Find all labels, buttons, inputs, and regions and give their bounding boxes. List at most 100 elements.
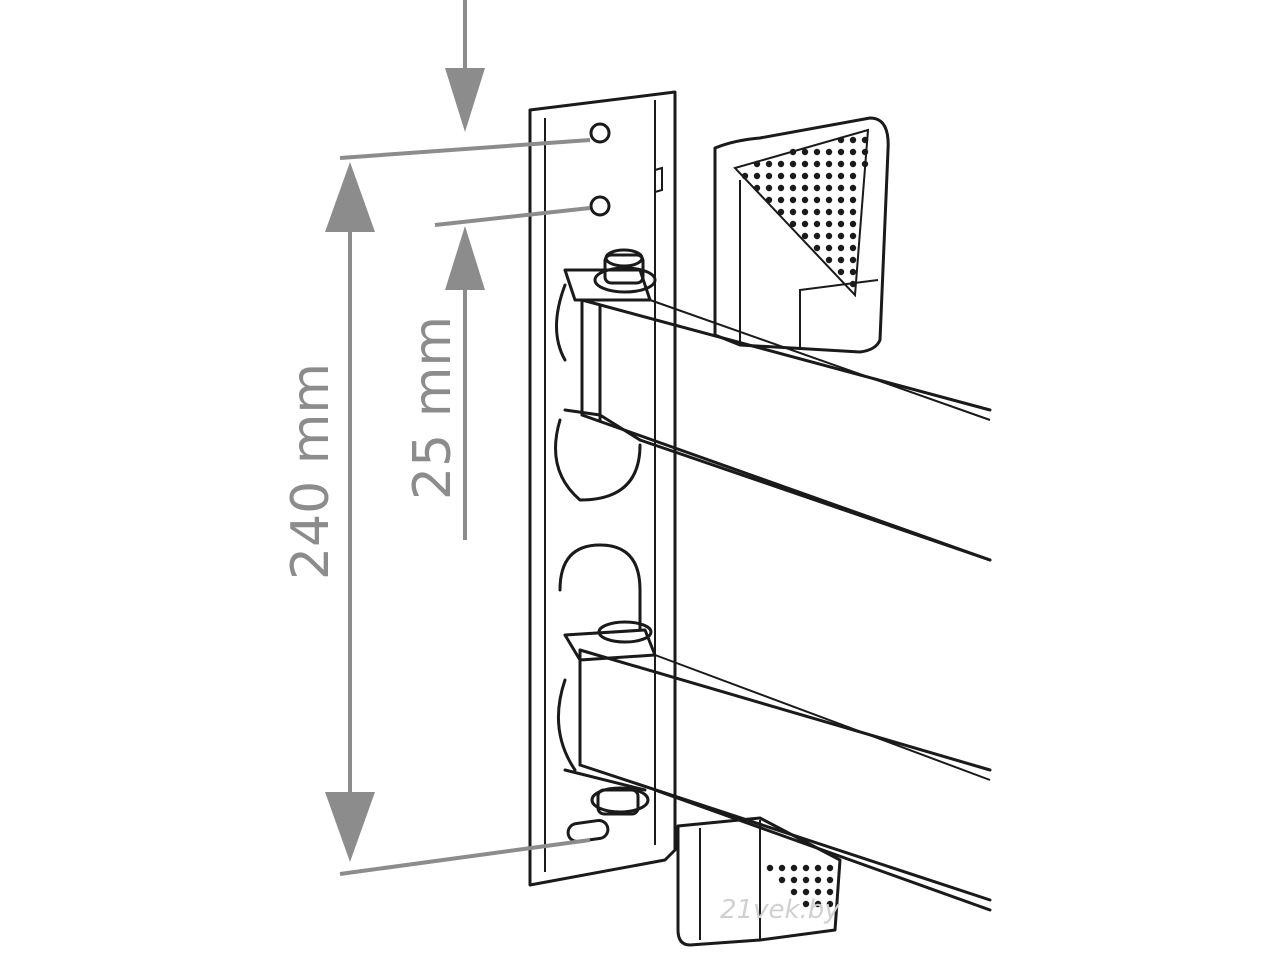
grip-dot — [813, 220, 821, 228]
grip-dot — [849, 220, 857, 228]
grip-dot — [837, 172, 845, 180]
middle-slot — [558, 543, 642, 632]
grip-dot — [778, 876, 786, 884]
grip-dot — [753, 172, 761, 180]
grip-dot — [813, 196, 821, 204]
grip-dot — [837, 136, 845, 144]
grip-dot — [814, 888, 822, 896]
grip-dot — [813, 148, 821, 156]
grip-dot — [813, 232, 821, 240]
grip-dot — [802, 864, 810, 872]
upper-hinge — [554, 248, 657, 502]
grip-dot — [777, 208, 785, 216]
grip-dot — [837, 220, 845, 228]
grip-dot — [813, 160, 821, 168]
grip-dot — [826, 864, 834, 872]
grip-dot — [801, 184, 809, 192]
grip-dot — [825, 196, 833, 204]
grip-dot — [801, 220, 809, 228]
grip-dot — [825, 172, 833, 180]
grip-dot — [849, 148, 857, 156]
top-end-cap — [713, 116, 890, 354]
grip-dot — [801, 196, 809, 204]
grip-dot — [802, 888, 810, 896]
grip-dot — [765, 184, 773, 192]
grip-dot — [789, 220, 797, 228]
grip-dot — [837, 184, 845, 192]
grip-dot — [849, 160, 857, 168]
grip-dot — [802, 876, 810, 884]
grip-dot — [826, 900, 834, 908]
grip-dot — [813, 184, 821, 192]
grip-dot — [789, 148, 797, 156]
grip-dot — [825, 256, 833, 264]
grip-dot — [837, 208, 845, 216]
grip-dot — [814, 864, 822, 872]
grip-dot — [814, 900, 822, 908]
grip-dot — [861, 148, 869, 156]
lower-arm — [578, 648, 992, 912]
watermark: 21vek.by — [720, 895, 840, 925]
grip-dot — [813, 244, 821, 252]
grip-dot — [765, 160, 773, 168]
grip-dot — [837, 160, 845, 168]
grip-dot — [801, 172, 809, 180]
grip-dot — [825, 232, 833, 240]
grip-dot — [777, 196, 785, 204]
grip-dot — [849, 136, 857, 144]
grip-dot — [826, 876, 834, 884]
grip-dot — [813, 172, 821, 180]
grip-dot — [825, 220, 833, 228]
grip-dot — [813, 208, 821, 216]
grip-dot — [753, 184, 761, 192]
grip-dot — [849, 172, 857, 180]
wall-plate — [528, 90, 677, 887]
grip-dot — [789, 196, 797, 204]
grip-dot — [789, 172, 797, 180]
upper-arm — [580, 298, 992, 562]
grip-dot — [801, 208, 809, 216]
grip-pattern-bottom — [766, 864, 834, 908]
grip-dot — [765, 172, 773, 180]
grip-dot — [789, 208, 797, 216]
label-240mm: 240 mm — [281, 363, 341, 580]
grip-dot — [789, 184, 797, 192]
grip-dot — [825, 184, 833, 192]
grip-dot — [825, 148, 833, 156]
grip-dot — [849, 232, 857, 240]
grip-dot — [790, 888, 798, 896]
grip-dot — [801, 160, 809, 168]
grip-dot — [765, 196, 773, 204]
grip-dot — [802, 900, 810, 908]
grip-dot — [837, 244, 845, 252]
grip-dot — [766, 864, 774, 872]
grip-dot — [837, 256, 845, 264]
grip-dot — [849, 184, 857, 192]
grip-dot — [753, 160, 761, 168]
grip-dot — [849, 208, 857, 216]
mount-hole-second — [589, 195, 611, 217]
mount-hole-top — [589, 122, 611, 144]
grip-dot — [801, 148, 809, 156]
grip-dot — [849, 244, 857, 252]
lower-hinge — [556, 620, 657, 816]
grip-dot — [825, 160, 833, 168]
grip-dot — [777, 160, 785, 168]
grip-dot — [837, 148, 845, 156]
grip-dot — [849, 196, 857, 204]
grip-dot — [825, 244, 833, 252]
grip-dot — [814, 876, 822, 884]
grip-dot — [777, 184, 785, 192]
grip-dot — [861, 136, 869, 144]
grip-dot — [849, 280, 857, 288]
grip-dot — [837, 196, 845, 204]
grip-dot — [790, 864, 798, 872]
grip-dot — [849, 268, 857, 276]
grip-dot — [825, 208, 833, 216]
grip-dot — [790, 876, 798, 884]
grip-dot — [789, 160, 797, 168]
grip-dot — [837, 232, 845, 240]
grip-dot — [741, 172, 749, 180]
dimension-240mm: 240 mm — [281, 162, 591, 876]
